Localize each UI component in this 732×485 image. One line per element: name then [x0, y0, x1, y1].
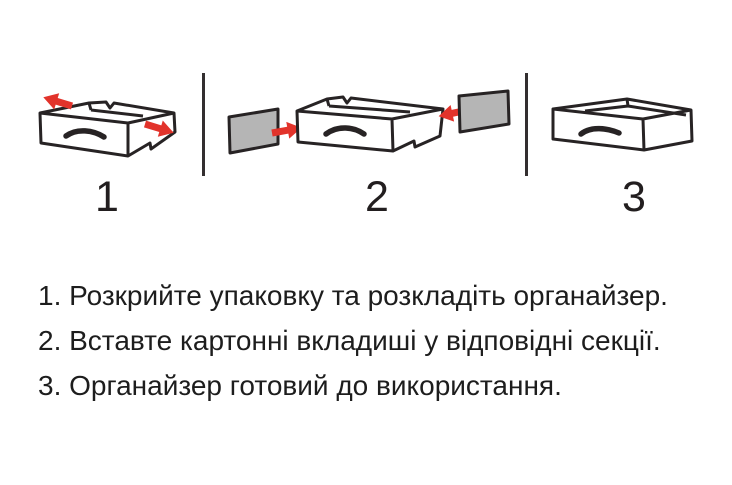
- step-2-illustration: [227, 89, 511, 155]
- panel-divider-1: [202, 73, 205, 176]
- box-fold-lines: [296, 98, 444, 152]
- step-3-illustration: [551, 97, 694, 152]
- instruction-line-1: 1. Розкрийте упаковку та розкладіть орга…: [38, 280, 668, 311]
- organizer-box-open-drawing: [295, 95, 445, 153]
- box-fold-lines: [552, 98, 692, 151]
- instructions-text: 1. Розкрийте упаковку та розкладіть орга…: [38, 273, 728, 408]
- organizer-box-unfolding-drawing: [38, 100, 177, 158]
- organizer-box-ready-drawing: [551, 97, 694, 152]
- unfold-arrow-up-left-icon: [43, 93, 74, 110]
- box-silhouette: [295, 95, 445, 153]
- cardboard-insert-right: [457, 89, 511, 134]
- insert-arrow-right-icon: [271, 121, 302, 139]
- handle: [63, 128, 107, 140]
- unfold-arrow-down-right-icon: [143, 120, 174, 137]
- handle: [578, 125, 622, 137]
- box-fold-lines: [39, 102, 175, 156]
- cardboard-insert-left: [227, 107, 280, 155]
- instruction-line-2: 2. Вставте картонні вкладиші у відповідн…: [38, 325, 661, 356]
- step-2-number: 2: [365, 173, 389, 221]
- step-1-number: 1: [95, 173, 119, 221]
- step-3-number: 3: [622, 173, 646, 221]
- instruction-line-3: 3. Органайзер готовий до використання.: [38, 370, 562, 401]
- panel-divider-2: [525, 73, 528, 176]
- step-1-illustration: [38, 93, 177, 158]
- handle: [323, 125, 367, 137]
